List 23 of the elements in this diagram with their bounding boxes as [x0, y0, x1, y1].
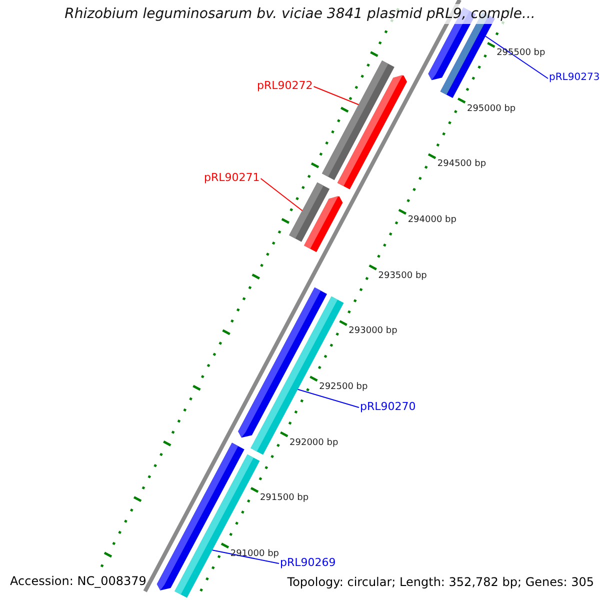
gene-label: pRL90272 [257, 79, 313, 92]
position-label: 292500 bp [319, 382, 368, 392]
leader-line [485, 36, 548, 79]
summary-text: Topology: circular; Length: 352,782 bp; Genes: 305 [287, 575, 594, 589]
gene-label: pRL90270 [360, 400, 416, 413]
position-label: 294000 bp [408, 215, 456, 226]
position-label: 294500 bp [437, 159, 486, 170]
position-label: 292000 bp [290, 438, 338, 448]
position-label: 293000 bp [348, 326, 398, 336]
gene-arrow [304, 196, 343, 252]
leader-line [212, 550, 280, 564]
leader-line [313, 86, 360, 106]
leader-line [260, 178, 303, 212]
accession-text: Accession: NC_008379 [10, 574, 146, 588]
gene-label: pRL90269 [280, 556, 336, 569]
gene-label: pRL90273 [549, 72, 600, 83]
leader-line [297, 388, 360, 408]
gene-label: pRL90271 [204, 171, 260, 184]
gene-arrow [337, 74, 408, 190]
position-label: 293500 bp [378, 270, 427, 281]
position-label: 291000 bp [230, 548, 280, 559]
position-label: 291500 bp [260, 493, 309, 504]
position-label: 295000 bp [466, 104, 516, 114]
